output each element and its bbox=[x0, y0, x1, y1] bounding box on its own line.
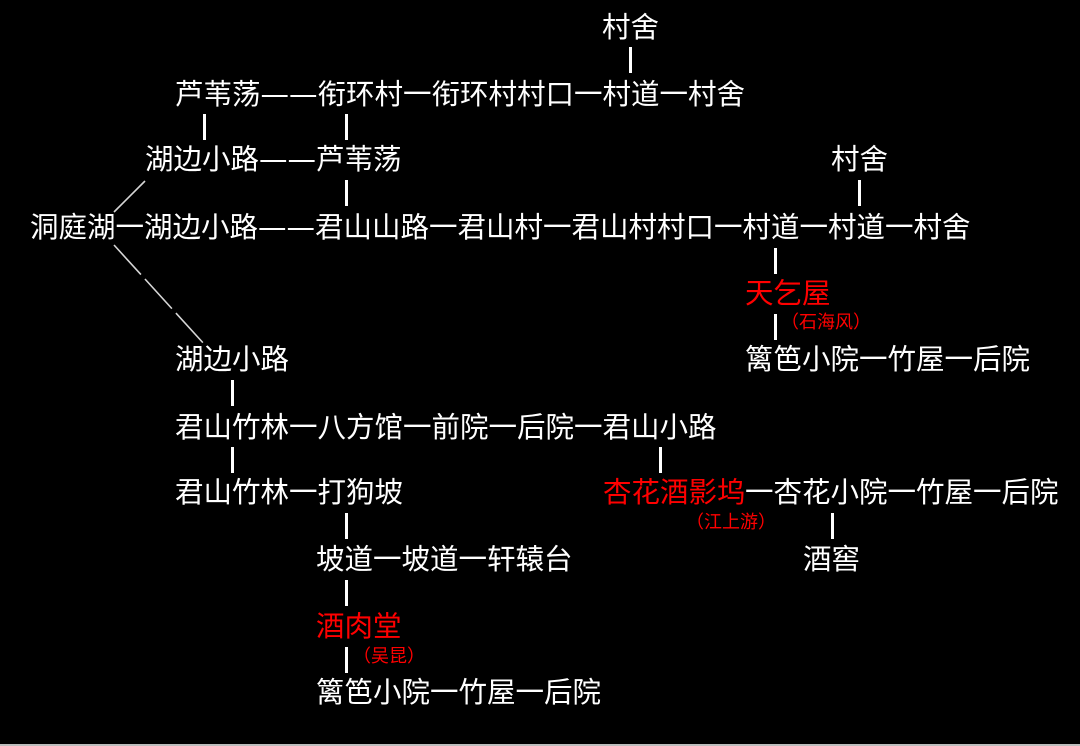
vertical-connector-village-road bbox=[773, 248, 777, 274]
vertical-connector-junshan-path bbox=[658, 447, 662, 473]
vertical-connector-xianhuan-village bbox=[344, 114, 348, 140]
location-wine-cellar: 酒窖 bbox=[803, 543, 861, 576]
vertical-connector-meat-hall bbox=[344, 647, 348, 673]
route-fence-yard-south: 篱笆小院一竹屋一后院 bbox=[316, 676, 602, 709]
vertical-connector-bamboo-forest bbox=[230, 447, 234, 473]
vertical-connector-cunshe-junshan bbox=[857, 180, 861, 206]
vertical-connector-tianqi-house bbox=[773, 314, 777, 340]
npc-label-wu-kun: （吴昆） bbox=[353, 646, 425, 667]
location-tianqi-house: 天乞屋 bbox=[745, 277, 831, 310]
diagonal-connector-dongting-to-lakeside-south bbox=[113, 244, 206, 346]
route-apricot-yard: 一杏花小院一竹屋一后院 bbox=[745, 476, 1059, 509]
vertical-connector-dog-slope bbox=[344, 513, 348, 539]
npc-label-shi-haifeng: （石海风） bbox=[781, 312, 871, 333]
location-cunshe-top: 村舍 bbox=[602, 11, 660, 44]
location-meat-hall: 酒肉堂 bbox=[316, 610, 402, 643]
vertical-connector-slope-road bbox=[344, 580, 348, 606]
vertical-connector-cunshe-top bbox=[628, 47, 632, 73]
diagonal-connector-lakeside-to-dongting bbox=[113, 180, 146, 213]
location-apricot-tavern: 杏花酒影坞 bbox=[603, 476, 746, 509]
route-reed-marsh-xianhuan-village: 芦苇荡——衔环村一衔环村村口一村道一村舍 bbox=[175, 78, 746, 111]
route-junshan-bamboo-forest: 君山竹林一八方馆一前院一后院一君山小路 bbox=[175, 411, 717, 444]
route-fence-yard-east: 篱笆小院一竹屋一后院 bbox=[745, 343, 1031, 376]
npc-label-jiang-shangyou: （江上游） bbox=[686, 512, 776, 533]
vertical-connector-reed-marsh-south bbox=[344, 180, 348, 206]
location-lakeside-path-south: 湖边小路 bbox=[175, 343, 290, 376]
route-dongting-lake-main: 洞庭湖一湖边小路——君山山路一君山村一君山村村口一村道一村道一村舍 bbox=[30, 211, 971, 244]
vertical-connector-reed-marsh bbox=[202, 114, 206, 140]
route-slope-xuanyuan-terrace: 坡道一坡道一轩辕台 bbox=[316, 543, 573, 576]
route-lakeside-path-reed-marsh: 湖边小路——芦苇荡 bbox=[145, 143, 402, 176]
bottom-border bbox=[0, 744, 1080, 746]
vertical-connector-lakeside-south bbox=[230, 380, 234, 406]
location-cunshe-junshan: 村舍 bbox=[831, 143, 889, 176]
vertical-connector-apricot-yard bbox=[830, 513, 834, 539]
route-dog-beating-slope: 君山竹林一打狗坡 bbox=[175, 476, 404, 509]
